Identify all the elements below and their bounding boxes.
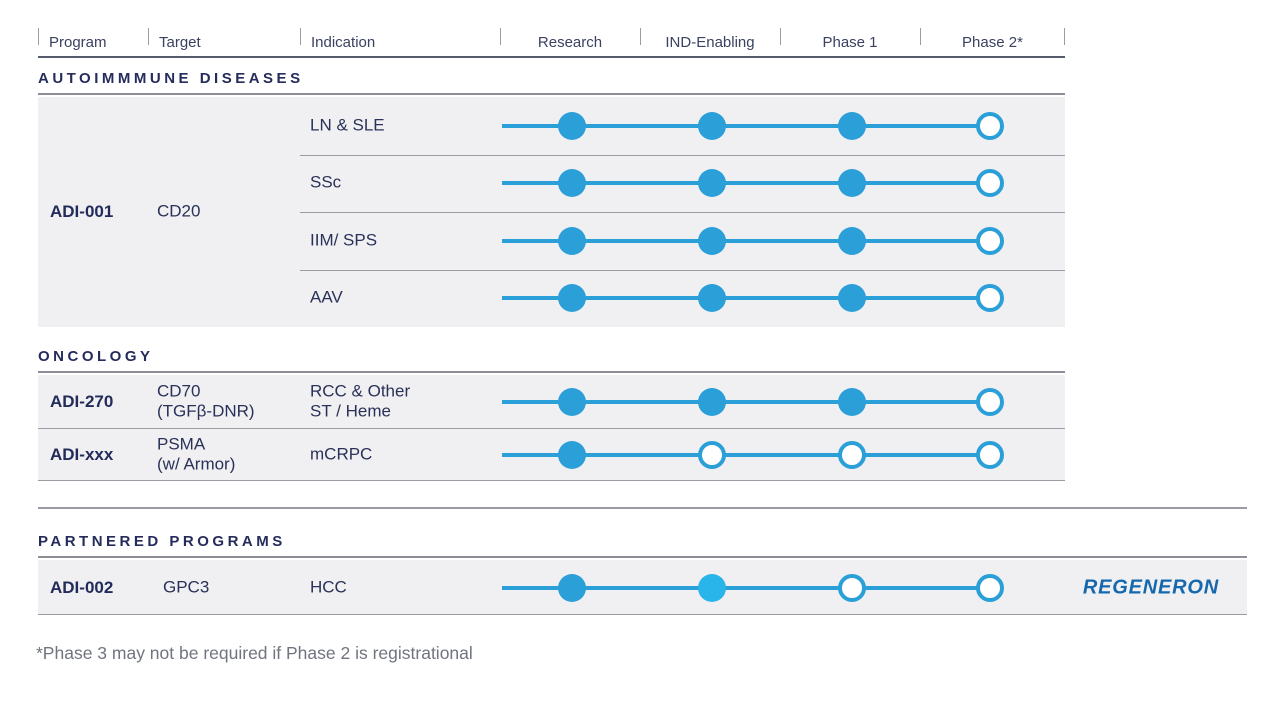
indication-label: mCRPC [310, 444, 373, 464]
indication-line-1: RCC & Other [310, 380, 411, 400]
phase-dot-research [558, 111, 586, 140]
phase-dot-ind-enabling [698, 169, 726, 198]
column-header-phase-2: Phase 2* [920, 28, 1065, 56]
pipeline-row-adi-002: ADI-002 GPC3 HCC REGENERON [38, 560, 1247, 615]
phase-dot-research [558, 573, 586, 602]
phase-line [502, 585, 990, 590]
phase-track [502, 440, 1020, 470]
phase-dot-phase-1 [838, 284, 866, 313]
phase-dot-phase-2 [976, 573, 1004, 602]
indication-label: IIM/ SPS [310, 230, 378, 250]
phase-line [502, 399, 990, 404]
phase-dot-ind-enabling [698, 111, 726, 140]
phase-dot-phase-2 [976, 169, 1004, 198]
column-header-phase-1: Phase 1 [780, 28, 920, 56]
phase-dot-phase-2 [976, 440, 1004, 469]
phase-dot-ind-enabling [698, 284, 726, 313]
table-header-row: Program Target Indication Research IND-E… [38, 28, 1065, 58]
phase-dot-phase-1 [838, 111, 866, 140]
indication-label: SSc [310, 172, 342, 192]
phase-dot-phase-1 [838, 387, 866, 416]
pipeline-row-adi-xxx: ADI-xxx PSMA (w/ Armor) mCRPC [38, 428, 1065, 481]
pipeline-row-iim-sps: IIM/ SPS [38, 212, 1065, 270]
oncology-program-block: ADI-270 CD70 (TGFβ-DNR) RCC & Other ST /… [38, 375, 1065, 481]
column-header-research: Research [500, 28, 640, 56]
phase-line [502, 123, 990, 128]
phase-dot-phase-1 [838, 226, 866, 255]
indication-label: HCC [310, 577, 347, 597]
column-header-target: Target [148, 28, 300, 56]
phase-dot-ind-enabling [698, 573, 726, 602]
section-title-autoimmune: AUTOIMMMUNE DISEASES [38, 70, 1065, 95]
phase-dot-ind-enabling [698, 387, 726, 416]
indication-label: RCC & Other ST / Heme [310, 381, 410, 422]
target-line-1: CD70 [157, 380, 201, 400]
target-name: CD70 (TGFβ-DNR) [157, 381, 255, 422]
row-separator [38, 428, 1065, 429]
footnote: *Phase 3 may not be required if Phase 2 … [36, 643, 473, 663]
section-title-partnered: PARTNERED PROGRAMS [38, 533, 1247, 558]
indication-label: AAV [310, 287, 343, 307]
target-name: CD20 [157, 201, 201, 221]
phase-dot-research [558, 440, 586, 469]
phase-dot-research [558, 387, 586, 416]
phase-dot-phase-2 [976, 111, 1004, 140]
autoimmune-program-block: ADI-001 CD20 LN & SLE SSc IIM/ SPS AAV [38, 97, 1065, 327]
row-separator [300, 154, 1065, 156]
pipeline-row-aav: AAV [38, 269, 1065, 328]
section-divider [38, 507, 1247, 509]
column-header-ind-enabling: IND-Enabling [640, 28, 780, 56]
program-name: ADI-001 [50, 202, 114, 221]
indication-label: LN & SLE [310, 115, 385, 135]
target-name: GPC3 [163, 577, 210, 597]
phase-track [502, 573, 1020, 603]
row-separator [300, 269, 1065, 271]
phase-dot-phase-1 [838, 440, 866, 469]
pipeline-row-adi-270: ADI-270 CD70 (TGFβ-DNR) RCC & Other ST /… [38, 375, 1065, 428]
phase-track [502, 283, 1020, 313]
target-line-2: (TGFβ-DNR) [157, 401, 255, 421]
phase-line [502, 238, 990, 243]
indication-line-2: ST / Heme [310, 401, 391, 421]
phase-dot-ind-enabling [698, 226, 726, 255]
phase-dot-research [558, 226, 586, 255]
phase-dot-research [558, 169, 586, 198]
pipeline-row-ln-sle: LN & SLE [38, 97, 1065, 155]
phase-line [502, 181, 990, 186]
phase-line [502, 296, 990, 301]
program-name: ADI-xxx [50, 444, 114, 464]
phase-track [502, 226, 1020, 256]
phase-dot-phase-2 [976, 226, 1004, 255]
phase-track [502, 387, 1020, 417]
target-line-2: (w/ Armor) [157, 454, 236, 474]
partnered-program-block: ADI-002 GPC3 HCC REGENERON [38, 560, 1247, 615]
phase-dot-phase-2 [976, 387, 1004, 416]
program-name: ADI-270 [50, 391, 114, 411]
phase-dot-ind-enabling [698, 440, 726, 469]
column-header-indication: Indication [300, 28, 500, 56]
target-line-1: PSMA [157, 433, 206, 453]
program-name: ADI-002 [50, 577, 114, 597]
target-name: PSMA (w/ Armor) [157, 434, 235, 475]
phase-dot-phase-1 [838, 573, 866, 602]
pipeline-row-ssc: SSc [38, 154, 1065, 213]
phase-line [502, 452, 990, 457]
section-title-oncology: ONCOLOGY [38, 348, 1065, 373]
phase-dot-research [558, 284, 586, 313]
regeneron-logo: REGENERON [1082, 576, 1219, 598]
column-header-program: Program [38, 28, 148, 56]
phase-track [502, 168, 1020, 198]
phase-track [502, 111, 1020, 141]
row-separator [300, 212, 1065, 213]
phase-dot-phase-1 [838, 169, 866, 198]
phase-dot-phase-2 [976, 284, 1004, 313]
